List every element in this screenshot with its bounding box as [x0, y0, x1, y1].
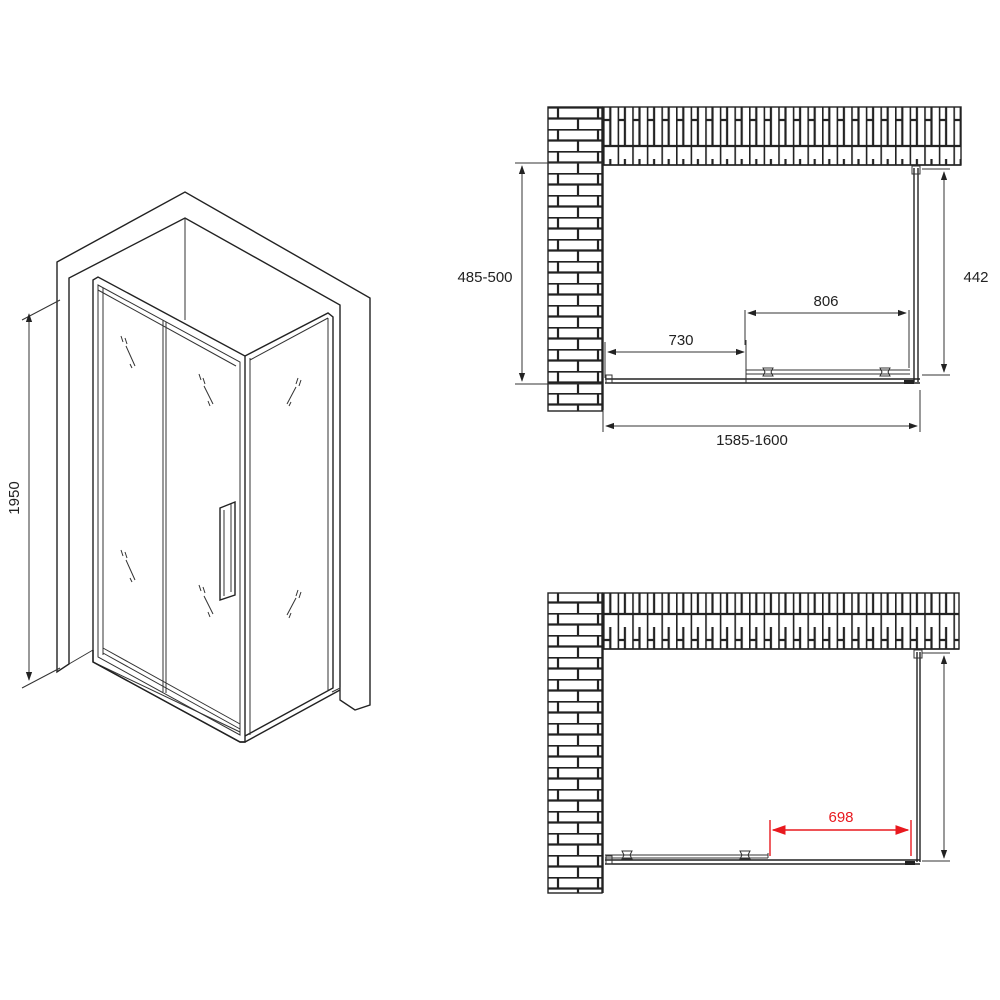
sliding-door-plan: [745, 369, 910, 383]
height-dimension: 1950: [6, 299, 61, 689]
top-brick-wall-2: [602, 592, 960, 650]
fixed-panel-plan: [605, 378, 920, 384]
width-dimension: 1585-1600: [602, 390, 921, 449]
side-panel: [244, 312, 334, 737]
left-brick-wall-2: [547, 592, 603, 894]
width-label: 1585-1600: [716, 432, 788, 449]
fixed-panel-plan-2: [605, 859, 920, 865]
opening-dimension: 698: [769, 809, 912, 856]
side-panel-plan-2: [916, 652, 921, 862]
top-brick-wall: [602, 106, 962, 166]
plan-view-top: 485-500 442 730 806 1585-1600: [457, 106, 989, 449]
side-panel-plan: [913, 168, 919, 382]
depth-left-label: 485-500: [457, 269, 512, 286]
sliding-door-dimension: 806: [744, 293, 910, 368]
depth-right-dimension-2: [922, 652, 950, 862]
fixed-panel-dimension: 730: [604, 332, 747, 378]
fixed-panel-label: 730: [668, 332, 693, 349]
back-wall-outline: [56, 191, 371, 711]
left-brick-wall: [547, 106, 603, 412]
door-handle: [219, 500, 236, 601]
front-frame: [92, 276, 246, 743]
plan-view-bottom: 698: [547, 592, 960, 894]
depth-left-dimension: 485-500: [457, 162, 603, 385]
height-label: 1950: [6, 481, 23, 514]
sliding-door-label: 806: [813, 293, 838, 310]
isometric-view: 1950: [6, 191, 371, 743]
sliding-door-plan-2: [605, 853, 769, 859]
door-divider: [162, 320, 167, 693]
opening-label: 698: [828, 809, 853, 826]
glass-reflection-marks: [120, 335, 302, 619]
depth-right-label: 442: [963, 269, 988, 286]
depth-right-dimension: 442: [922, 168, 989, 376]
